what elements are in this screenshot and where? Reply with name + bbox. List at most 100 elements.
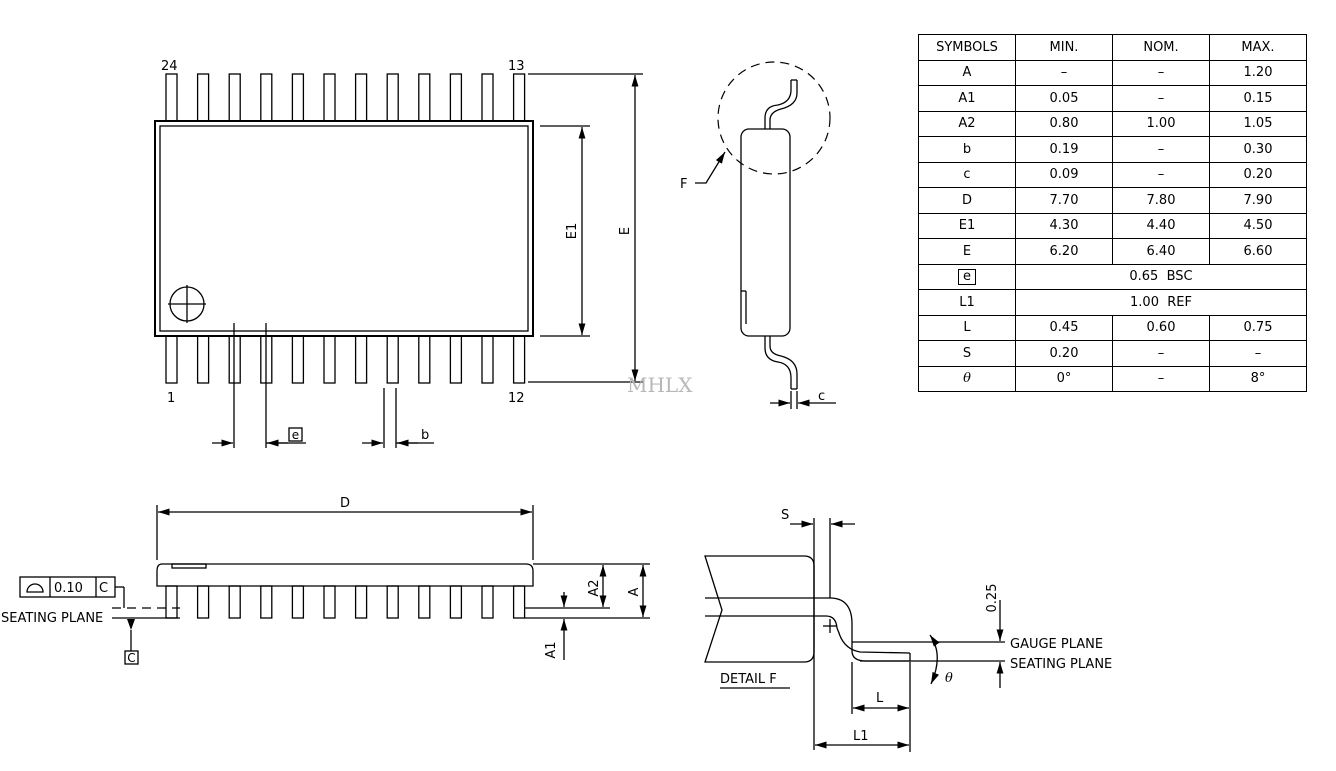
front-pin — [291, 585, 305, 619]
dim-s-label: S — [781, 508, 789, 523]
table-header-row: SYMBOLS MIN. NOM. MAX. — [918, 34, 1307, 61]
top-pin — [323, 73, 336, 122]
row-min: 7.70 — [1015, 187, 1113, 214]
top-pin — [196, 73, 210, 122]
row-symbol: c — [918, 161, 1016, 188]
row-max: 0.30 — [1209, 136, 1307, 163]
row-nom: 0.60 — [1112, 314, 1210, 341]
top-pin — [386, 73, 399, 122]
top-pin — [228, 73, 241, 122]
top-pin — [418, 73, 431, 122]
gauge-value-label: 0.25 — [985, 584, 1000, 613]
row-max: 8° — [1209, 365, 1307, 392]
row-max: 1.20 — [1209, 59, 1307, 86]
detail-callout-label: F — [680, 177, 687, 192]
row-min: 0.19 — [1015, 136, 1113, 163]
bottom-pin-row — [165, 335, 526, 384]
row-min: 0.05 — [1015, 85, 1113, 112]
flatness-datum: C — [99, 581, 108, 596]
row-nom: 6.40 — [1112, 238, 1210, 265]
row-min: 0.45 — [1015, 314, 1113, 341]
front-view: D A2 A A1 SEATING PLANE 0.10 C C — [1, 496, 650, 665]
row-nom: – — [1112, 59, 1210, 86]
bottom-pin — [354, 335, 368, 384]
front-pin — [260, 585, 273, 619]
row-max: 4.50 — [1209, 212, 1307, 239]
row-symbol: E — [918, 238, 1016, 265]
datum-triangle-icon — [127, 619, 135, 630]
top-pin — [481, 73, 494, 122]
header-min: MIN. — [1015, 34, 1113, 61]
row-min: 6.20 — [1015, 238, 1113, 265]
pin-label-13: 13 — [508, 59, 525, 74]
row-symbol: S — [918, 340, 1016, 367]
front-pin — [196, 585, 210, 619]
top-pin-row — [165, 73, 526, 122]
flatness-icon — [26, 583, 44, 593]
pin-label-12: 12 — [508, 391, 525, 406]
bottom-pin — [512, 335, 526, 384]
top-pin — [512, 73, 526, 122]
top-pin — [291, 73, 305, 122]
row-symbol: L1 — [918, 289, 1016, 316]
row-min: 0.80 — [1015, 110, 1113, 137]
row-nom: – — [1112, 161, 1210, 188]
row-span-value: 1.00 REF — [1015, 289, 1307, 316]
bottom-pin — [481, 335, 494, 384]
pin-label-1: 1 — [167, 391, 175, 406]
bottom-pin — [323, 335, 336, 384]
row-nom: – — [1112, 340, 1210, 367]
row-min: 4.30 — [1015, 212, 1113, 239]
row-symbol: D — [918, 187, 1016, 214]
row-min: 0° — [1015, 365, 1113, 392]
package-body-inner — [159, 125, 529, 332]
row-symbol: E1 — [918, 212, 1016, 239]
row-symbol: θ — [918, 365, 1016, 392]
dim-a1-label: A1 — [544, 641, 559, 658]
front-pin — [512, 585, 526, 619]
front-pin — [165, 585, 178, 619]
detail-title: DETAIL F — [720, 672, 777, 687]
bottom-pin — [291, 335, 305, 384]
row-symbol: A2 — [918, 110, 1016, 137]
row-max: 0.75 — [1209, 314, 1307, 341]
top-pin — [354, 73, 368, 122]
row-max: 7.90 — [1209, 187, 1307, 214]
row-symbol: A — [918, 59, 1016, 86]
pitch-symbol-box: e — [958, 268, 976, 285]
seating-plane-label: SEATING PLANE — [1, 611, 103, 626]
side-view: F c — [680, 61, 836, 409]
side-body — [740, 128, 791, 337]
table-row: A––1.20 — [918, 59, 1307, 86]
dim-e-label: E — [618, 227, 633, 235]
row-max: 6.60 — [1209, 238, 1307, 265]
watermark: MHLX — [627, 373, 693, 397]
row-symbol: L — [918, 314, 1016, 341]
row-min: 0.09 — [1015, 161, 1113, 188]
front-pin-row — [165, 585, 526, 619]
row-symbol: b — [918, 136, 1016, 163]
dim-d-label: D — [340, 496, 350, 511]
row-nom: 4.40 — [1112, 212, 1210, 239]
row-nom: 1.00 — [1112, 110, 1210, 137]
row-max: 0.15 — [1209, 85, 1307, 112]
header-nom: NOM. — [1112, 34, 1210, 61]
angle-theta-label: θ — [945, 671, 953, 686]
detail-body — [704, 555, 815, 663]
top-view: 24 13 1 12 E1 E e b — [154, 59, 643, 448]
row-nom: – — [1112, 365, 1210, 392]
bottom-pin — [228, 335, 241, 384]
dim-l-label: L — [876, 691, 884, 706]
bottom-pin — [418, 335, 431, 384]
row-nom: – — [1112, 85, 1210, 112]
top-pin — [260, 73, 273, 122]
